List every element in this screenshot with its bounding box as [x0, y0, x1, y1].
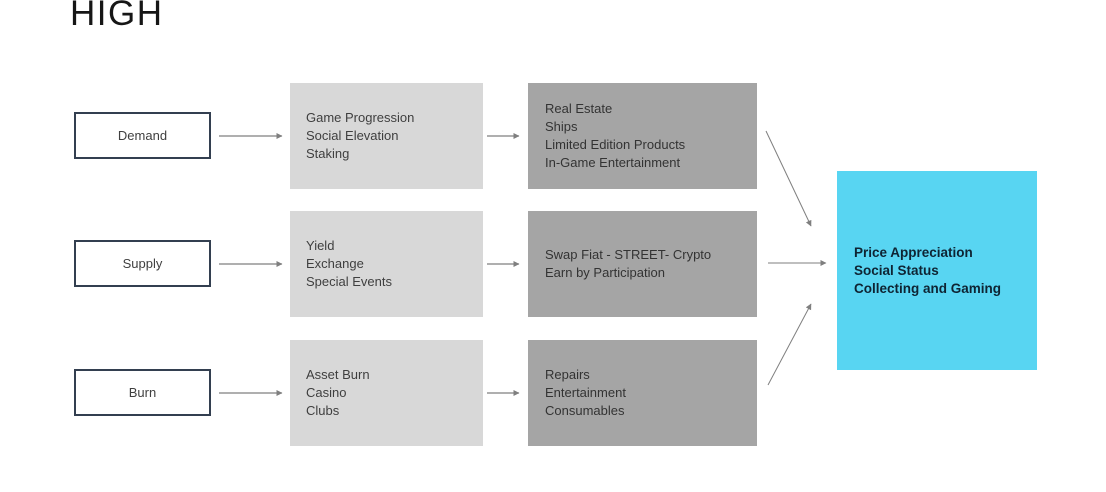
source-box-demand: Demand — [74, 112, 211, 159]
outputs-box-supply: Swap Fiat - STREET- Crypto Earn by Parti… — [528, 211, 757, 317]
source-label: Supply — [122, 256, 163, 271]
arrow-outputs-burn-to-result — [767, 303, 812, 386]
result-line: Social Status — [854, 262, 939, 278]
output-item: Consumables — [545, 403, 625, 418]
source-label: Burn — [128, 385, 157, 400]
output-item: Swap Fiat - STREET- Crypto — [545, 247, 712, 262]
output-item: Entertainment — [545, 385, 626, 400]
driver-item: Staking — [306, 146, 350, 161]
output-item: Limited Edition Products — [545, 137, 686, 152]
output-item: Repairs — [545, 367, 590, 382]
driver-item: Special Events — [306, 274, 392, 289]
driver-item: Social Elevation — [306, 128, 399, 143]
driver-item: Yield — [306, 238, 335, 253]
driver-item: Casino — [306, 385, 347, 400]
driver-item: Exchange — [306, 256, 364, 271]
output-item: Real Estate — [545, 101, 613, 116]
source-box-supply: Supply — [74, 240, 211, 287]
outputs-box-burn: Repairs Entertainment Consumables — [528, 340, 757, 446]
drivers-box-demand: Game Progression Social Elevation Stakin… — [290, 83, 483, 189]
result-line: Price Appreciation — [854, 244, 973, 260]
drivers-box-burn: Asset Burn Casino Clubs — [290, 340, 483, 446]
driver-item: Asset Burn — [306, 367, 370, 382]
output-item: Ships — [545, 119, 578, 134]
outputs-box-demand: Real Estate Ships Limited Edition Produc… — [528, 83, 757, 189]
result-box: Price Appreciation Social Status Collect… — [837, 171, 1037, 370]
output-item: In-Game Entertainment — [545, 155, 681, 170]
driver-item: Game Progression — [306, 110, 415, 125]
arrow-outputs-demand-to-result — [765, 130, 812, 227]
source-label: Demand — [117, 128, 168, 143]
driver-item: Clubs — [306, 403, 340, 418]
output-item: Earn by Participation — [545, 265, 665, 280]
drivers-box-supply: Yield Exchange Special Events — [290, 211, 483, 317]
page-title: HIGH — [70, 0, 164, 33]
result-line: Collecting and Gaming — [854, 280, 1002, 296]
source-box-burn: Burn — [74, 369, 211, 416]
